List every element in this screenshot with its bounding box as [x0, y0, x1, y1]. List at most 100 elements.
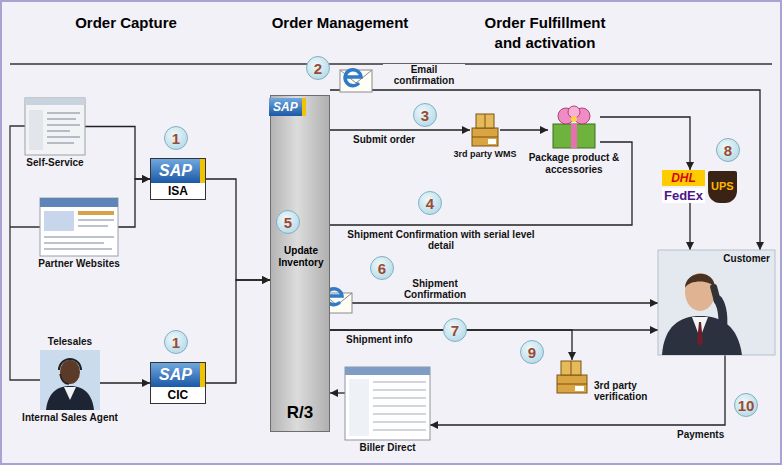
flow-arrow: [301, 270, 658, 303]
system-name: R/3: [271, 403, 329, 423]
partner-website-screenshot: [40, 198, 118, 256]
warehouse-boxes-icon: [472, 137, 498, 138]
flow-label: Submit order: [352, 134, 416, 145]
sap-logo: SAP: [151, 363, 205, 387]
flow-arrow: [206, 179, 270, 280]
gift-package-icon: [553, 124, 595, 148]
partner-website-screenshot: [78, 211, 114, 215]
warehouse-boxes-icon: [476, 114, 494, 128]
warehouse-boxes-icon: [575, 386, 584, 391]
system-box: SAPCIC: [150, 362, 206, 404]
callout-number: 7: [443, 318, 467, 342]
erp-column: SAPR/3Update Inventory: [270, 95, 330, 432]
email-icon: [340, 70, 372, 92]
flow-label: Shipment info: [345, 334, 414, 345]
customer-photo: [697, 322, 703, 347]
flow-arrow: [100, 382, 150, 383]
flow-label: Email confirmation: [383, 64, 465, 86]
system-name: CIC: [151, 387, 205, 403]
carrier-logo: FedEx: [662, 188, 705, 203]
partner-website-screenshot: [44, 220, 114, 249]
customer-photo: [685, 273, 715, 311]
flow-label: Payments: [676, 429, 725, 440]
picture-caption: 3rd party verification: [594, 380, 656, 402]
callout-number: 2: [306, 56, 330, 80]
self-service-screenshot: [47, 142, 74, 144]
flow-arrow: [500, 129, 548, 130]
self-service-screenshot: [47, 124, 80, 126]
partner-website-screenshot: [44, 248, 112, 250]
self-service-screenshot: [25, 98, 85, 155]
screenshot-node: Partner Websites: [40, 198, 118, 256]
flow-arrow: [206, 280, 270, 383]
biller-direct-screenshot: [373, 381, 426, 383]
sap-logo: SAP: [269, 98, 306, 116]
picture-caption: Customer: [723, 253, 770, 265]
partner-website-screenshot: [44, 211, 74, 231]
customer-photo: [662, 316, 742, 355]
picture-caption: Internal Sales Agent: [22, 412, 118, 424]
flow-label: Shipment Confirmation: [398, 278, 472, 300]
screenshot-node: Biller Direct: [345, 367, 430, 440]
self-service-screenshot: [47, 113, 80, 143]
callout-number: 6: [370, 256, 394, 280]
sales-agent-photo: [40, 350, 100, 410]
column-header: Order Management: [265, 13, 415, 33]
biller-direct-screenshot: [373, 413, 426, 415]
partner-website-screenshot: [44, 236, 114, 238]
self-service-screenshot: [25, 98, 85, 105]
callout-number: 3: [413, 103, 437, 127]
self-service-screenshot: [47, 118, 76, 120]
self-service-screenshot: [47, 112, 80, 114]
flow-arrow: [330, 392, 345, 393]
flow-arrow: [689, 203, 690, 250]
flow-arrow: [85, 127, 150, 180]
biller-direct-screenshot: [373, 429, 426, 431]
screenshot-node: Self-Service: [25, 98, 85, 155]
picture-caption: Partner Websites: [38, 258, 120, 270]
biller-direct-screenshot: [373, 397, 426, 399]
callout-number: 4: [418, 191, 442, 215]
gift-package-icon: [553, 106, 595, 148]
biller-direct-screenshot: [373, 421, 426, 423]
callout-number: 10: [734, 393, 758, 417]
biller-direct-screenshot: [345, 367, 430, 375]
biller-direct-screenshot: [373, 389, 426, 391]
biller-direct-screenshot: [345, 367, 430, 440]
carrier-logos: DHL FedExUPS: [662, 170, 737, 203]
flow-arrow: [430, 355, 725, 425]
callout-number: 9: [520, 340, 544, 364]
callout-number: 1: [164, 330, 188, 354]
carrier-logo: DHL: [662, 170, 705, 186]
partner-website-screenshot: [78, 225, 108, 227]
warehouse-boxes-icon: [571, 361, 572, 375]
warehouse-boxes-icon: [472, 114, 498, 146]
package-node: Package product & accessories: [548, 105, 600, 150]
flow-arrow: [118, 179, 150, 227]
biller-direct-screenshot: [373, 382, 426, 430]
picture-caption: 3rd party WMS: [453, 149, 516, 160]
picture-caption: Package product & accessories: [525, 152, 623, 176]
self-service-screenshot: [29, 110, 43, 150]
customer-photo: [718, 300, 723, 334]
callout-number: 1: [164, 126, 188, 150]
warehouse-boxes-icon: [557, 361, 587, 393]
warehouse-boxes-icon: [488, 139, 496, 144]
self-service-screenshot: [47, 136, 80, 138]
system-box: SAPISA: [150, 158, 206, 200]
email-icon: [345, 70, 361, 86]
carrier-logo: UPS: [708, 171, 737, 203]
sales-agent-photo: [60, 374, 69, 384]
system-name: ISA: [151, 183, 205, 199]
partner-website-screenshot: [40, 198, 118, 256]
gift-package-icon: [571, 116, 577, 122]
customer-photo: [685, 274, 715, 288]
flow-label: Shipment Confirmation with serial level …: [340, 229, 542, 251]
sales-agent-photo: [40, 350, 100, 410]
warehouse-boxes-icon: [472, 128, 498, 146]
customer-node: Customer: [658, 250, 775, 355]
sales-agent-photo: [64, 387, 76, 400]
customer-photo: [658, 250, 775, 355]
warehouse-boxes-icon: [561, 361, 581, 375]
